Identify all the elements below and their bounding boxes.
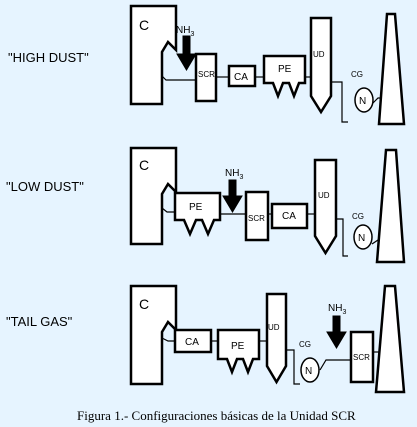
scr-reactor xyxy=(349,330,375,384)
cg-label: CG xyxy=(299,340,311,349)
fan-icon xyxy=(354,87,374,113)
chimney-stack xyxy=(377,12,406,126)
scr-label: SCR xyxy=(248,214,265,223)
precipitator-label: PE xyxy=(189,202,203,213)
ammonia-injection-arrow xyxy=(326,315,347,349)
chimney-stack xyxy=(375,148,406,264)
config-low-dust: "LOW DUST" C PE NH3 SCR CA UD CG N xyxy=(6,146,406,264)
ammonia-label: NH3 xyxy=(176,25,194,38)
fan-label: N xyxy=(359,96,366,107)
boiler-label: C xyxy=(139,296,149,312)
fan-icon xyxy=(353,224,373,250)
electrostatic-precipitator xyxy=(262,54,307,100)
duct xyxy=(161,337,175,342)
boiler-high-dust xyxy=(129,4,178,106)
electrostatic-precipitator xyxy=(173,191,222,238)
ud-label: UD xyxy=(313,50,325,59)
duct xyxy=(331,81,348,123)
ud-unit xyxy=(313,158,338,256)
config-title-low-dust: "LOW DUST" xyxy=(6,179,84,194)
scr-reactor xyxy=(244,190,270,242)
boiler-low-dust xyxy=(129,146,178,246)
scr-label: SCR xyxy=(198,70,215,79)
ud-unit xyxy=(265,292,288,385)
figure-caption: Figura 1.- Configuraciones básicas de la… xyxy=(77,408,356,423)
ud-label: UD xyxy=(318,191,330,200)
electrostatic-precipitator xyxy=(216,328,261,376)
ammonia-label: NH3 xyxy=(225,168,243,181)
fan-icon xyxy=(300,357,320,383)
config-title-high-dust: "HIGH DUST" xyxy=(8,50,89,65)
scr-reactor xyxy=(194,52,218,103)
air-heater-label: CA xyxy=(234,72,248,83)
duct xyxy=(336,218,348,257)
air-heater xyxy=(227,64,257,88)
boiler-label: C xyxy=(139,17,149,33)
ud-label: UD xyxy=(268,323,280,332)
precipitator-label: PE xyxy=(278,64,292,75)
config-title-tail-gas: "TAIL GAS" xyxy=(6,314,73,329)
ammonia-label: NH3 xyxy=(328,303,346,316)
duct xyxy=(161,75,196,81)
precipitator-label: PE xyxy=(231,341,245,352)
boiler-tail-gas xyxy=(129,284,178,386)
fan-label: N xyxy=(305,366,312,377)
air-heater xyxy=(270,202,309,230)
air-heater-label: CA xyxy=(185,337,199,348)
config-tail-gas: "TAIL GAS" C CA PE UD CG N NH3 SCR xyxy=(6,284,406,394)
cg-label: CG xyxy=(352,212,364,221)
duct xyxy=(319,359,351,371)
duct xyxy=(286,349,300,385)
air-heater-label: CA xyxy=(282,211,296,222)
ud-unit xyxy=(309,16,333,115)
ammonia-injection-arrow xyxy=(176,35,197,71)
chimney-stack xyxy=(374,284,406,394)
ammonia-injection-arrow xyxy=(222,179,243,213)
scr-label: SCR xyxy=(353,353,370,362)
air-heater xyxy=(173,328,213,354)
duct xyxy=(161,207,175,213)
config-high-dust: "HIGH DUST" C NH3 SCR CA PE UD CG N xyxy=(8,4,406,126)
boiler-label: C xyxy=(139,157,149,173)
cg-label: CG xyxy=(351,70,363,79)
fan-label: N xyxy=(358,233,365,244)
